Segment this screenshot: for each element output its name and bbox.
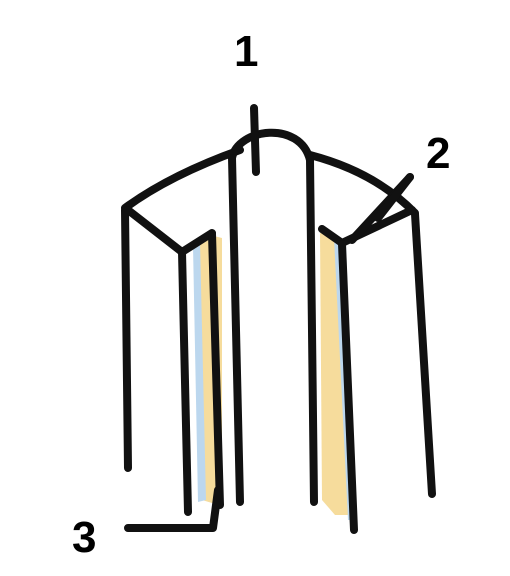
outer-right-wall [411, 210, 436, 498]
pointer-2b [374, 173, 414, 222]
inner-right-wall [338, 240, 358, 534]
pointer-1 [250, 104, 260, 176]
inner-left-wall [178, 248, 192, 516]
inner-left-wall-2 [208, 230, 224, 509]
outline-strokes [121, 104, 436, 534]
outer-left-wall [121, 206, 132, 472]
pointer-3 [124, 486, 222, 532]
central-rod-left [228, 154, 244, 506]
label-2: 2 [426, 129, 450, 178]
central-rod [228, 128, 318, 506]
outer-top-arc-right [306, 151, 419, 217]
left-top-face-edge [124, 206, 216, 256]
label-3: 3 [72, 513, 96, 562]
label-1: 1 [234, 27, 258, 76]
outer-top-arc [121, 146, 244, 212]
